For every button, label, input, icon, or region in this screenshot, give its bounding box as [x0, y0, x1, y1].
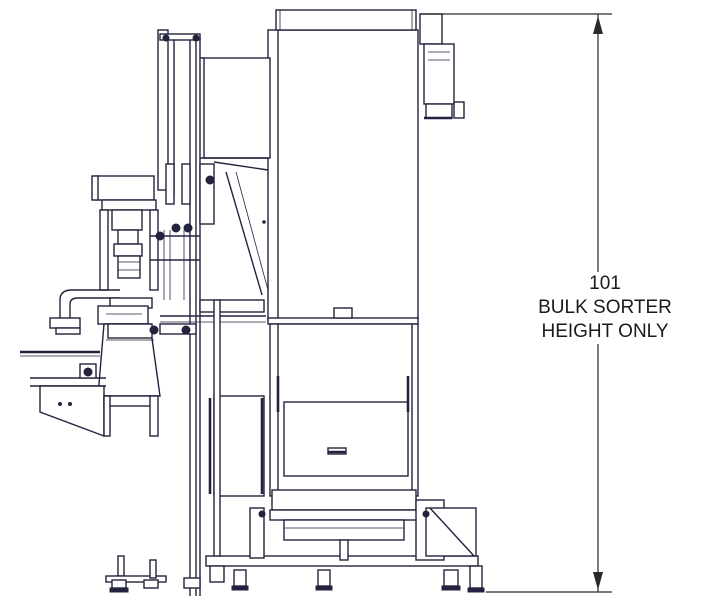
reel [208, 395, 265, 497]
dimension-caption-line1: BULK SORTER [538, 297, 672, 318]
dimension-caption-line2: HEIGHT ONLY [541, 321, 669, 342]
drive-motor [419, 13, 465, 120]
vertical-posts [157, 29, 201, 596]
dimension-arrow-down [593, 572, 603, 590]
cap-bowl [97, 323, 161, 397]
dimension-value: 101 [589, 273, 621, 294]
dimension-label: 101 BULK SORTER HEIGHT ONLY [520, 272, 690, 344]
casters [109, 565, 485, 593]
base-frame [105, 299, 479, 583]
capping-head [91, 175, 200, 291]
dimension-arrow-up [593, 16, 603, 34]
pipe-elbow [49, 289, 153, 335]
conveyor-chute [149, 299, 266, 335]
clamp-assembly [163, 163, 215, 300]
conveyor-stand [39, 385, 159, 438]
sorter-base-cabinet [267, 307, 419, 541]
hopper-tower [262, 9, 419, 321]
bottle-conveyor [20, 350, 106, 387]
